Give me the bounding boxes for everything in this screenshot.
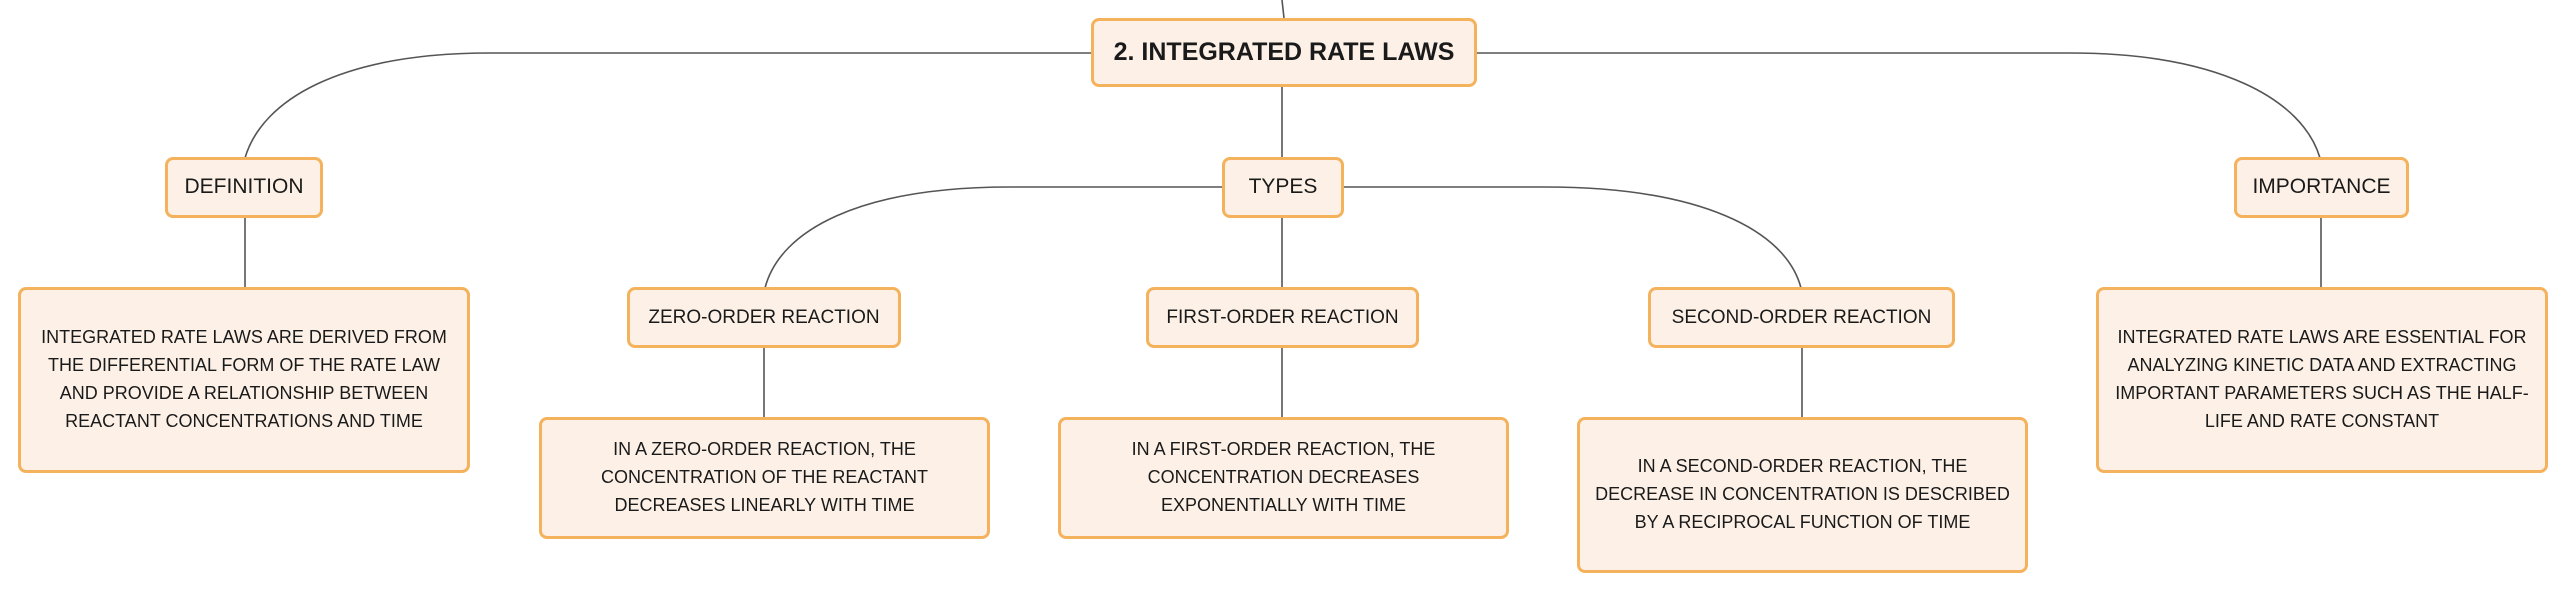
first-order-description[interactable]: IN A FIRST-ORDER REACTION, THE CONCENTRA…	[1058, 417, 1509, 539]
importance-node[interactable]: IMPORTANCE	[2234, 157, 2409, 218]
root-node[interactable]: 2. INTEGRATED RATE LAWS	[1091, 18, 1477, 87]
types-node[interactable]: TYPES	[1222, 157, 1344, 218]
second-order-node[interactable]: SECOND-ORDER REACTION	[1648, 287, 1955, 348]
connector-types-second	[1343, 186, 1802, 289]
definition-node[interactable]: DEFINITION	[165, 157, 323, 218]
connector-root-importance	[1476, 52, 2321, 159]
first-order-node[interactable]: FIRST-ORDER REACTION	[1146, 287, 1419, 348]
connector-types-zero	[764, 186, 1222, 289]
zero-order-description[interactable]: IN A ZERO-ORDER REACTION, THE CONCENTRAT…	[539, 417, 990, 539]
second-order-description[interactable]: IN A SECOND-ORDER REACTION, THE DECREASE…	[1577, 417, 2028, 573]
zero-order-node[interactable]: ZERO-ORDER REACTION	[627, 287, 901, 348]
connector-root-definition	[244, 52, 1092, 159]
definition-description[interactable]: INTEGRATED RATE LAWS ARE DERIVED FROM TH…	[18, 287, 470, 473]
importance-description[interactable]: INTEGRATED RATE LAWS ARE ESSENTIAL FOR A…	[2096, 287, 2548, 473]
connector-root-parent	[1281, 0, 1285, 19]
